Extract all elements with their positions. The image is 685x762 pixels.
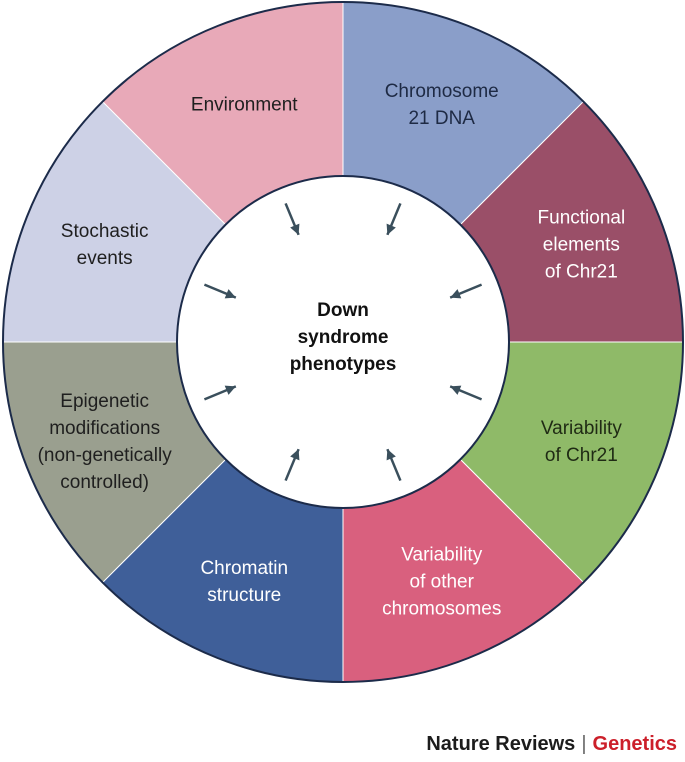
segment-2-label-line-1: Variability (541, 418, 622, 439)
segment-5-label-line-4: controlled) (60, 472, 149, 493)
segment-5-label-line-3: (non-genetically (38, 445, 173, 466)
segment-3-label-line-3: chromosomes (382, 598, 501, 619)
arrow-2-head (450, 385, 462, 395)
arrow-0-head (386, 223, 396, 235)
segment-3-label-line-1: Variability (401, 544, 482, 565)
journal-section: Genetics (592, 733, 677, 755)
arrow-6-head (224, 289, 236, 299)
arrow-3-head (386, 449, 396, 461)
segment-2-label-line-2: of Chr21 (545, 445, 618, 466)
arrow-7-head (290, 223, 300, 235)
segment-4-label-line-2: structure (207, 585, 281, 606)
segment-1-label-line-3: of Chr21 (545, 261, 618, 282)
segment-1-label-line-1: Functional (538, 207, 626, 228)
footer-separator: | (581, 733, 587, 755)
down-syndrome-wheel-diagram: Down syndrome phenotypes Chromosome 21 DN… (2, 1, 684, 683)
segment-5-label-line-2: modifications (49, 418, 160, 439)
center-circle (176, 175, 510, 509)
center-label-line-3: phenotypes (290, 354, 397, 375)
center-label-line-2: syndrome (298, 327, 389, 348)
outer-ring (2, 1, 684, 683)
segment-0-label-line-2: 21 DNA (408, 108, 475, 129)
segment-4-label-line-1: Chromatin (200, 558, 288, 579)
segment-0-label-line-1: Chromosome (385, 81, 499, 102)
arrow-4-head (290, 449, 300, 461)
arrow-5-head (224, 385, 236, 395)
center-label-line-1: Down (317, 300, 369, 321)
segment-5-label-line-1: Epigenetic (60, 391, 149, 412)
segment-6-label-line-1: Stochastic (61, 221, 149, 242)
segment-6-label-line-2: events (77, 248, 133, 269)
arrow-1-head (450, 289, 462, 299)
segment-3-label-line-2: of other (410, 571, 475, 592)
journal-name: Nature Reviews (426, 733, 576, 755)
segment-7-label-line-1: Environment (191, 95, 298, 116)
journal-footer: Nature Reviews|Genetics (426, 733, 677, 756)
segment-1-label-line-2: elements (543, 234, 620, 255)
